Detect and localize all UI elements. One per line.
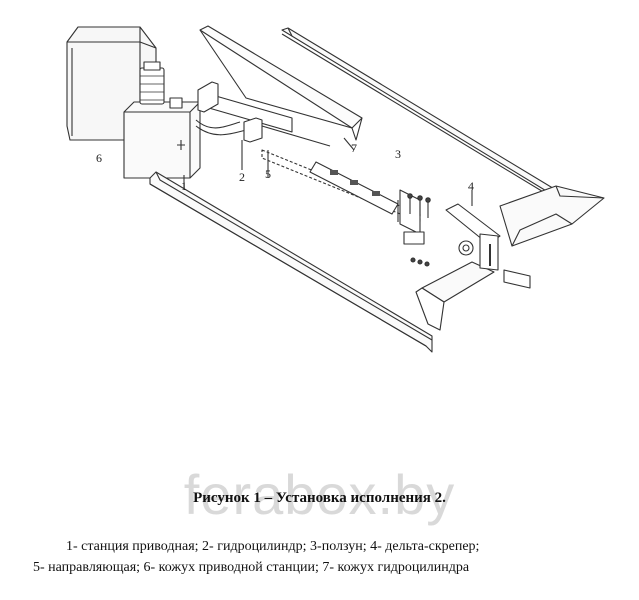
hydraulic-cylinder bbox=[197, 81, 331, 170]
label-5: 5 bbox=[265, 167, 271, 181]
cylinder-cover bbox=[199, 25, 363, 151]
drive-station bbox=[123, 61, 201, 192]
label-4: 4 bbox=[468, 179, 474, 193]
front-rail bbox=[149, 171, 433, 353]
label-3: 3 bbox=[395, 147, 401, 161]
legend-line-2: 5- направляющая; 6- кожух приводной стан… bbox=[33, 560, 470, 575]
label-7: 7 bbox=[351, 141, 357, 155]
installation-drawing: 1 2 3 4 5 6 7 bbox=[66, 25, 605, 353]
slider bbox=[309, 161, 431, 267]
label-1: 1 bbox=[181, 179, 187, 193]
figure-caption: Рисунок 1 – Установка исполнения 2. bbox=[193, 490, 446, 506]
delta-scraper bbox=[415, 185, 605, 331]
hydraulic-hoses bbox=[195, 119, 247, 136]
label-2: 2 bbox=[239, 170, 245, 184]
legend-line-1: 1- станция приводная; 2- гидроцилиндр; 3… bbox=[66, 539, 480, 554]
label-6: 6 bbox=[96, 151, 102, 165]
